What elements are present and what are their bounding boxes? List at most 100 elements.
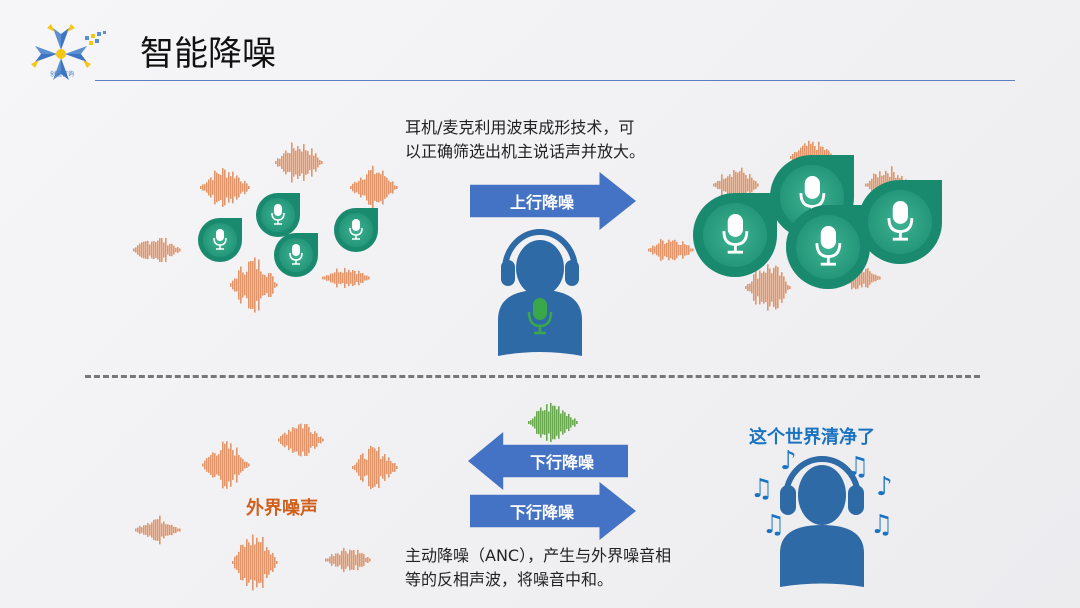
wave-bar [392,463,394,472]
wave-bar [250,545,252,580]
wave-bar [254,544,256,581]
wave-bar [283,153,285,172]
wave-bar [238,270,240,300]
wave-bar [361,552,363,568]
result-label: 这个世界清净了 [749,427,875,448]
wave-bar [871,273,873,283]
wave-bar [727,176,729,194]
wave-bar [155,242,157,258]
microphone-bubble-icon [334,208,378,252]
wave-bar [264,550,266,575]
wave-bar [739,171,741,199]
wave-bar [354,464,356,471]
wave-bar [298,424,300,456]
wave-bar [737,172,739,198]
wave-bar [289,153,291,172]
wave-bar [268,272,270,298]
wave-bar [394,185,396,190]
wave-bar [143,241,145,259]
lower-description: 主动降噪（ANC），产生与外界噪音相 等的反相声波，将噪音中和。 [405,544,671,592]
noise-waveform [713,167,759,203]
wave-bar [279,158,281,167]
wave-bar [743,172,745,198]
wave-bar [200,186,202,189]
wave-bar [662,240,664,260]
wave-bar [650,248,652,252]
wave-bar [339,554,341,566]
wave-bar [341,550,343,570]
wave-bar [167,524,169,536]
wave-bar [378,446,380,489]
wave-bar [390,461,392,474]
wave-bar [723,178,725,192]
wave-bar [236,555,238,570]
wave-bar [293,148,295,177]
wave-bar [206,458,208,472]
wave-bar [270,554,272,571]
wave-bar [390,182,392,193]
wave-bar [157,240,159,260]
wave-bar [135,528,137,532]
wave-bar [308,426,310,454]
wave-bar [220,450,222,480]
wave-bar [777,266,779,309]
wave-bar [246,271,248,299]
wave-bar [356,182,358,193]
wave-bar [353,549,355,571]
wave-bar [153,519,155,541]
wave-bar [328,275,330,281]
wave-bar [362,453,364,482]
wave-bar [311,148,313,177]
wave-bar [690,248,692,252]
wave-bar [763,271,765,304]
wave-bar [769,268,771,307]
wave-bar [240,544,242,581]
wave-bar [875,174,877,196]
wave-bar [686,244,688,256]
wave-bar [536,411,538,434]
wave-bar [336,268,338,288]
wave-bar [380,459,382,476]
wave-bar [751,177,753,193]
wave-bar [242,458,244,472]
wave-bar [320,436,322,444]
wave-bar [147,240,149,260]
wave-bar [202,463,204,467]
anti-noise-waveform [528,402,578,443]
wave-bar [216,172,218,203]
wave-bar [759,270,761,305]
noise-waveform [648,239,694,261]
wave-bar [753,274,755,301]
wave-bar [317,157,319,168]
wave-bar [576,421,578,424]
svg-text:♪: ♪ [876,472,893,502]
wave-bar [228,448,230,482]
wave-bar [731,176,733,194]
wave-bar [303,144,305,181]
wave-bar [244,180,246,195]
wave-bar [366,174,368,201]
page-title: 智能降噪 [140,34,276,74]
wave-bar [220,175,222,200]
wave-bar [572,419,574,426]
wave-bar [783,276,785,299]
wave-bar [346,272,348,284]
wave-bar [717,180,719,190]
wave-bar [370,170,372,205]
wave-bar [161,238,163,262]
wave-bar [384,176,386,199]
wave-bar [765,272,767,303]
svg-text:♫: ♫ [870,510,893,540]
downlink-arrow-right-label: 下行降噪 [509,503,574,522]
wave-bar [356,462,358,473]
wave-bar [281,156,283,169]
wave-bar [300,423,302,457]
wave-bar [316,433,318,447]
wave-bar [252,261,254,309]
wave-bar [301,151,303,174]
wave-bar [865,268,867,288]
wave-bar [355,554,357,566]
wave-bar [713,183,715,187]
wave-bar [326,275,328,281]
wave-bar [368,448,370,487]
